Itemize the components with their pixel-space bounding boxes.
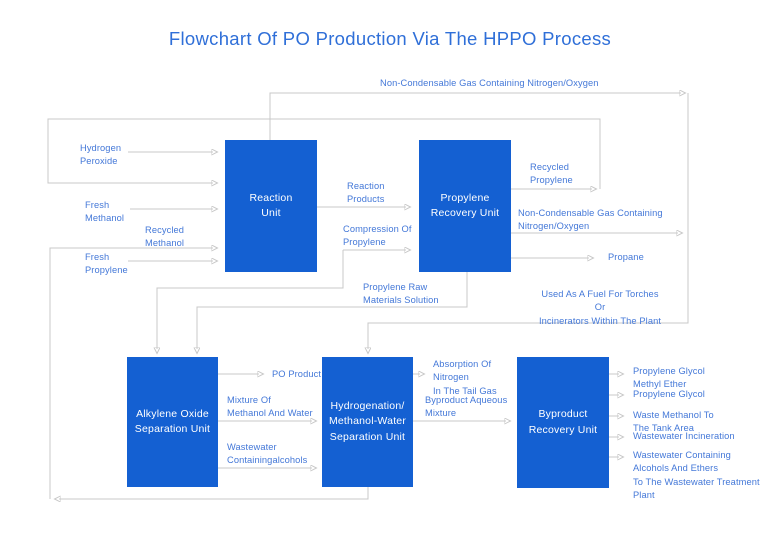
- node-hydrogenation-separation-unit: Hydrogenation/ Methanol-Water Separation…: [322, 357, 413, 487]
- label-mixture-methanol-water: Mixture Of Methanol And Water: [227, 395, 313, 419]
- label-po-product: PO Product: [272, 369, 322, 379]
- edge-recycled-methanol-down: [59, 487, 369, 499]
- label-compression-of-propylene: Compression Of Propylene: [343, 224, 412, 248]
- label-out-wastewater-treatment: Wastewater Containing Alcohols And Ether…: [633, 450, 760, 501]
- edge-recycled-methanol-up: [49, 248, 213, 499]
- label-out-propylene-glycol: Propylene Glycol: [633, 389, 705, 399]
- node-byproduct-recovery-unit: Byproduct Recovery Unit: [517, 357, 609, 488]
- edge-non-condensable-down: [368, 93, 689, 349]
- label-propane: Propane: [608, 252, 644, 262]
- label-recycled-methanol: Recycled Methanol: [145, 225, 185, 249]
- label-wastewater-alcohols: Wastewater Containingalcohols: [227, 442, 308, 466]
- label-hydrogen-peroxide: Hydrogen Peroxide: [80, 143, 122, 167]
- label-recycled-propylene: Recycled Propylene: [530, 162, 573, 186]
- page-title: Flowchart Of PO Production Via The HPPO …: [168, 28, 612, 49]
- label-used-as-fuel: Used As A Fuel For Torches Or Incinerato…: [538, 289, 662, 326]
- label-reaction-products: Reaction Products: [347, 181, 385, 205]
- node-reaction-unit: Reaction Unit: [225, 140, 317, 272]
- label-fresh-methanol: Fresh Methanol: [85, 200, 125, 224]
- edge-compression-branch: [157, 250, 344, 349]
- label-byproduct-aqueous: Byproduct Aqueous Mixture: [425, 395, 508, 419]
- label-absorption-nitrogen: Absorption Of Nitrogen In The Tail Gas: [433, 359, 497, 396]
- label-fresh-propylene: Fresh Propylene: [85, 252, 128, 276]
- label-non-condensable-top: Non-Condensable Gas Containing Nitrogen/…: [380, 78, 599, 88]
- edge-non-condensable-top: [269, 93, 681, 140]
- label-propylene-raw-solution: Propylene Raw Materials Solution: [363, 282, 439, 306]
- label-out-waste-methanol: Waste Methanol To The Tank Area: [633, 410, 714, 434]
- node-propylene-recovery-unit: Propylene Recovery Unit: [419, 140, 511, 272]
- label-non-condensable-right: Non-Condensable Gas Containing Nitrogen/…: [518, 208, 663, 232]
- edge-recycled-propylene-return: [47, 118, 601, 189]
- label-out-wastewater-incineration: Wastewater Incineration: [633, 431, 735, 441]
- label-out-pg-methyl-ether: Propylene Glycol Methyl Ether: [633, 366, 705, 390]
- edge-raw-solution: [197, 272, 468, 349]
- node-alkylene-oxide-separation-unit: Alkylene Oxide Separation Unit: [127, 357, 218, 487]
